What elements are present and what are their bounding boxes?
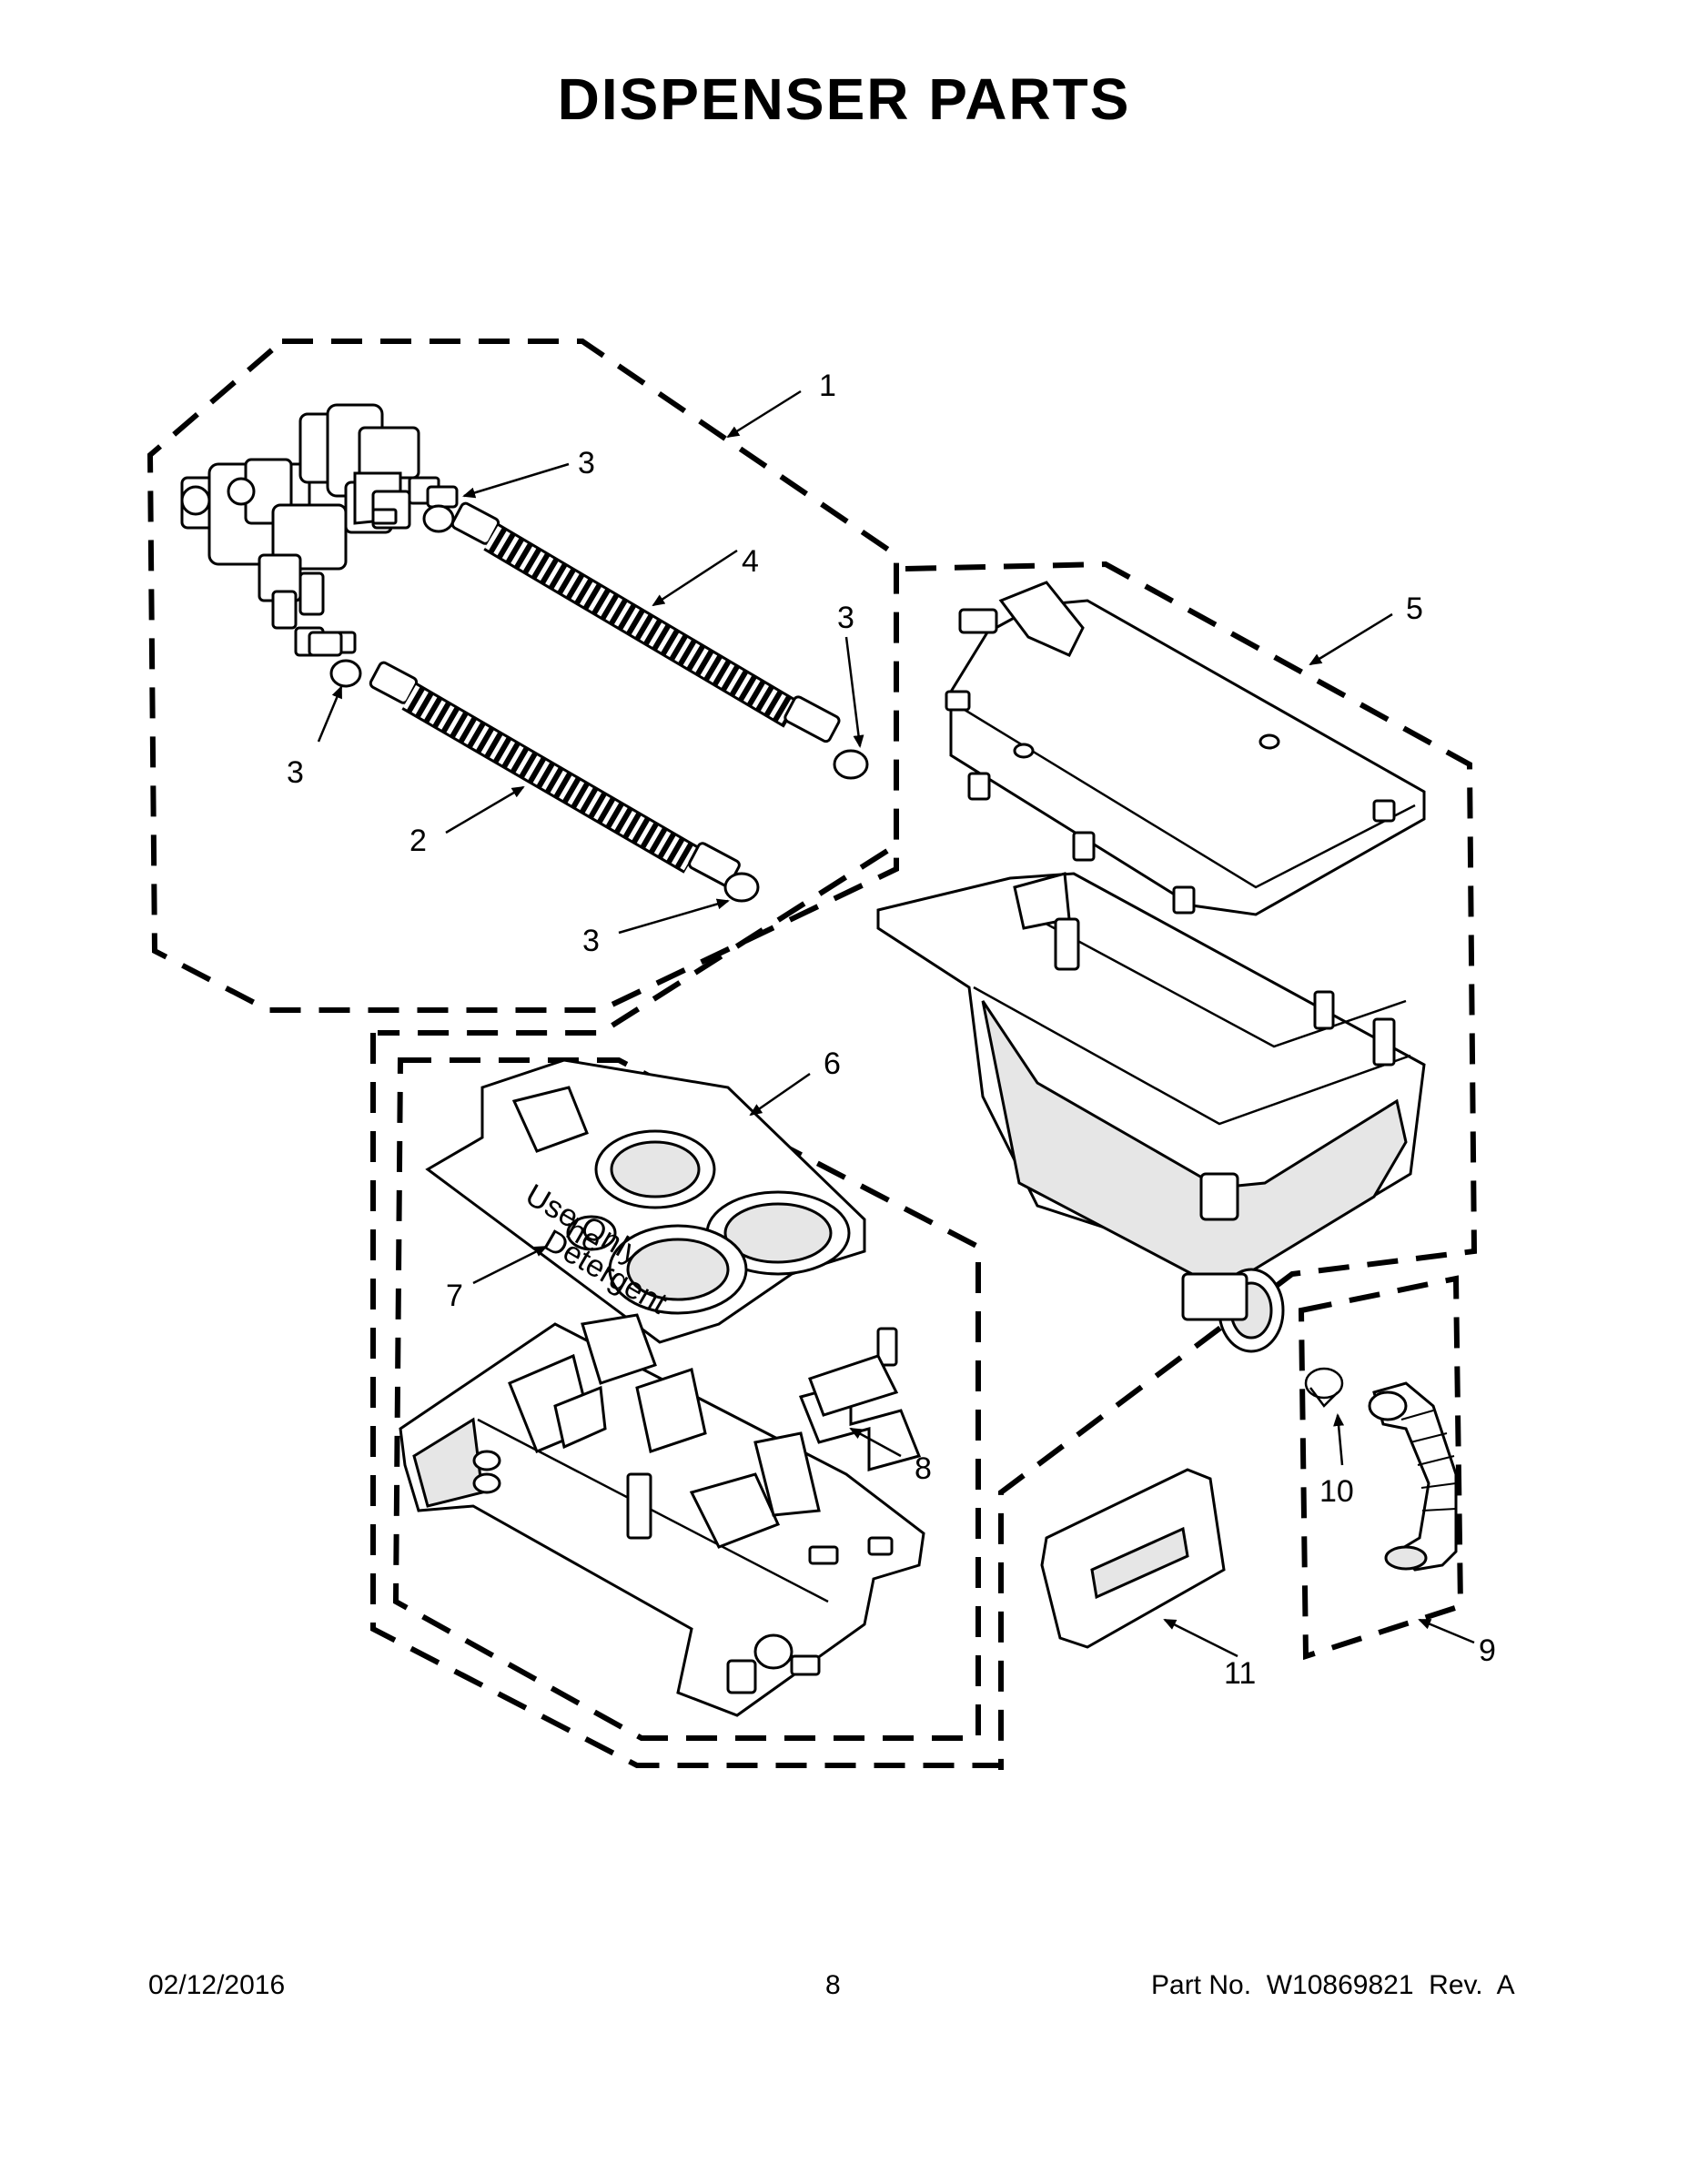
callout-10: 10	[1319, 1474, 1354, 1509]
callout-11: 11	[1224, 1656, 1256, 1691]
drain-hose-icon	[1368, 1381, 1458, 1572]
group-outline-drawer-assembly	[370, 1033, 1004, 1770]
group-outline-dispenser-housing	[905, 561, 1478, 1770]
callout-2: 2	[409, 824, 427, 858]
callout-3-right: 3	[837, 601, 854, 635]
upper-hose-icon	[422, 485, 869, 780]
dispenser-drawer-icon	[399, 1313, 925, 1717]
arrow-9	[1418, 1618, 1475, 1644]
lower-hose-icon	[308, 631, 760, 903]
drawer-handle-icon	[1040, 1468, 1226, 1649]
callout-arrows	[317, 389, 1475, 1658]
arrow-4	[652, 549, 738, 607]
dispenser-housing-cover-icon	[945, 581, 1426, 916]
hose-clamp-icon	[1304, 1367, 1344, 1408]
page-title: DISPENSER PARTS	[557, 66, 1131, 132]
callout-6: 6	[824, 1046, 841, 1081]
callout-3-top: 3	[578, 446, 595, 480]
group-outline-drain-hose	[1298, 1275, 1464, 1661]
footer-date: 02/12/2016	[148, 1970, 286, 2000]
group-outline-valve-assembly-lower	[378, 848, 889, 1036]
water-valve-icon	[180, 403, 440, 657]
arrow-5	[1309, 612, 1393, 666]
callout-9: 9	[1479, 1633, 1496, 1668]
arrow-3-bottom	[618, 898, 730, 935]
callout-8: 8	[915, 1451, 932, 1486]
callout-3-left: 3	[287, 755, 304, 790]
callout-5: 5	[1406, 592, 1423, 626]
bracket-icon	[798, 1327, 922, 1471]
arrow-7	[472, 1245, 548, 1285]
group-outline-valve-assembly	[147, 339, 899, 1013]
callout-4: 4	[742, 544, 759, 579]
callout-7: 7	[446, 1279, 463, 1313]
arrow-1	[726, 389, 802, 439]
arrow-8	[849, 1427, 902, 1458]
detergent-tray-cover-icon: Use Only he Detergent	[425, 1058, 866, 1344]
arrow-10	[1333, 1413, 1345, 1466]
group-outline-drawer	[392, 1057, 981, 1741]
footer-part-number: Part No. W10869821 Rev. A	[1151, 1970, 1515, 2000]
callout-3-bottom: 3	[582, 924, 600, 958]
arrow-6	[749, 1072, 811, 1117]
arrow-3-top	[462, 462, 570, 499]
arrow-3-right	[844, 636, 864, 748]
callout-1: 1	[819, 369, 836, 403]
arrow-2	[445, 785, 525, 834]
dispenser-housing-icon	[876, 872, 1426, 1353]
arrow-3-left	[317, 685, 343, 743]
arrow-11	[1163, 1618, 1238, 1658]
footer-page-number: 8	[825, 1970, 841, 2000]
